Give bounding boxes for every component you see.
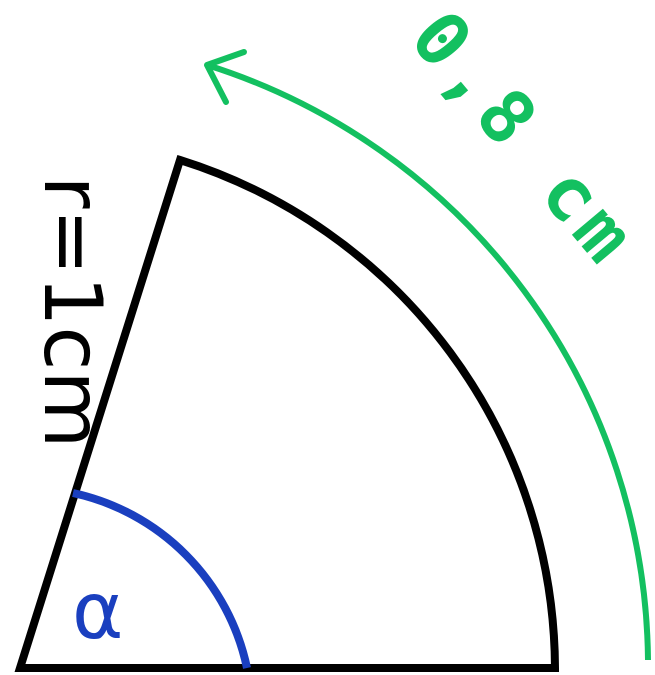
sector-outline bbox=[14, 154, 560, 672]
arrow-head bbox=[204, 49, 247, 105]
arc-length-label: 0,8 cm bbox=[394, 0, 655, 283]
arc-length-arrow bbox=[206, 62, 651, 661]
angle-label: α bbox=[72, 567, 123, 657]
radius-label: r=1cm bbox=[26, 176, 119, 449]
angle-arc bbox=[72, 489, 251, 669]
